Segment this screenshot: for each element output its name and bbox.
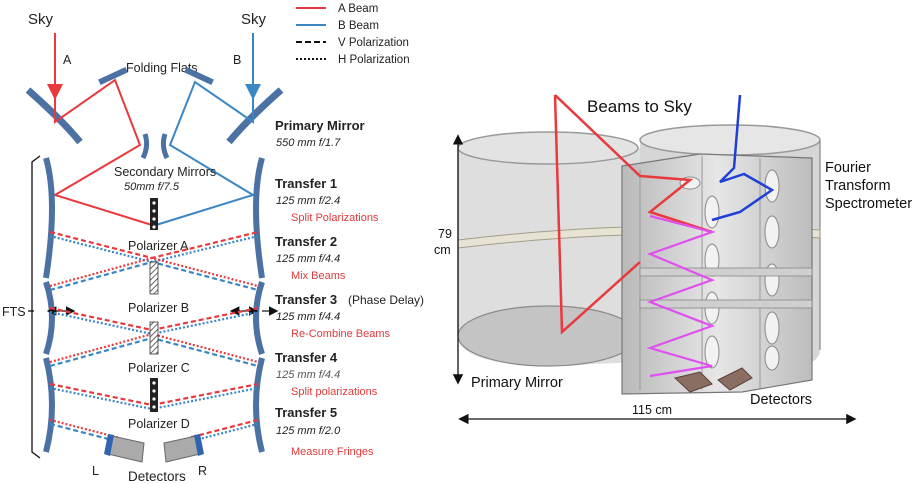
stage-transfer5-spec: 125 mm f/2.0: [276, 425, 341, 437]
stage-primary-spec: 550 mm f/1.7: [276, 137, 341, 149]
sky-right-label: Sky: [241, 11, 267, 28]
stage-transfer3-suffix: (Phase Delay): [348, 293, 424, 307]
polarizer-c-label: Polarizer C: [128, 361, 190, 375]
render-detector-right: [717, 367, 753, 391]
polarizer-b-label: Polarizer B: [128, 301, 189, 315]
legend-v-polarization: V Polarization: [338, 37, 409, 49]
primary-mirror-right: [226, 87, 284, 145]
beam-a-label: A: [63, 53, 72, 67]
beam-a-to-sky: [554, 94, 713, 234]
stage-transfer3-title: Transfer 3: [275, 292, 337, 307]
legend-a-beam: A Beam: [338, 3, 378, 15]
detector-l-label: L: [92, 464, 99, 478]
stage-transfer1-note: Split Polarizations: [291, 212, 379, 224]
stage-transfer4-spec: 125 mm f/4.4: [276, 369, 340, 381]
polarizer-a: [150, 198, 158, 230]
secondary-mirrors-spec: 50mm f/7.5: [124, 181, 180, 193]
detector-left: [104, 434, 145, 463]
polarizer-c: [149, 321, 159, 355]
stage-labels: Primary Mirror 550 mm f/1.7 Transfer 1 1…: [275, 118, 424, 458]
beam-b-to-sky: [711, 94, 775, 222]
stage-transfer2-title: Transfer 2: [275, 234, 337, 249]
beam-b-label: B: [233, 53, 241, 67]
polarizer-b: [149, 261, 159, 295]
detector-right: [163, 434, 204, 463]
transfer-mirrors-left: [43, 157, 55, 453]
legend: A Beam B Beam V Polarization H Polarizat…: [296, 3, 410, 66]
secondary-mirror-left: [140, 133, 150, 160]
detectors-label: Detectors: [128, 469, 186, 484]
width-label: 115 cm: [632, 403, 672, 417]
stage-transfer4-title: Transfer 4: [275, 350, 338, 365]
polarizer-d: [150, 378, 158, 412]
secondary-mirrors-label: Secondary Mirrors: [114, 165, 216, 179]
stage-transfer3-spec: 125 mm f/4.4: [276, 311, 340, 323]
cylinder-left-bottom: [457, 305, 639, 367]
legend-h-polarization: H Polarization: [338, 54, 410, 66]
stage-transfer2-spec: 125 mm f/4.4: [276, 253, 340, 265]
stage-transfer3-note: Re-Combine Beams: [291, 328, 391, 340]
sky-left-label: Sky: [28, 11, 54, 28]
left-schematic: Sky Sky A B Folding Flats Secondary Mirr…: [2, 3, 424, 484]
render-detector-left: [673, 371, 713, 393]
render-detectors-label: Detectors: [750, 392, 812, 408]
right-rendering: Beams to Sky Fourier Transform Spectrome…: [434, 94, 912, 425]
stage-transfer5-title: Transfer 5: [275, 405, 337, 420]
fts-line-1: Fourier: [825, 160, 871, 176]
stage-transfer1-title: Transfer 1: [275, 176, 337, 191]
secondary-mirror-right: [160, 133, 170, 160]
polarizer-d-label: Polarizer D: [128, 417, 190, 431]
fts-line-3: Spectrometer: [825, 196, 912, 212]
primary-mirror-label: Primary Mirror: [471, 375, 563, 391]
fts-bracket: [31, 155, 41, 459]
beams-to-sky-label: Beams to Sky: [587, 97, 692, 116]
primary-mirror-left: [25, 87, 83, 145]
beam-b-path: [155, 80, 256, 226]
beam-a-path: [52, 78, 153, 226]
detector-r-label: R: [198, 464, 207, 478]
cylinder-right-top: [639, 124, 821, 156]
stage-transfer2-note: Mix Beams: [291, 270, 346, 282]
fts-label: FTS: [2, 305, 26, 319]
folding-flat-right: [184, 66, 214, 86]
stage-transfer1-spec: 125 mm f/2.4: [276, 195, 340, 207]
polarizer-a-label: Polarizer A: [128, 239, 189, 253]
stage-transfer5-note: Measure Fringes: [291, 446, 374, 458]
stage-primary-title: Primary Mirror: [275, 118, 365, 133]
folding-flats-label: Folding Flats: [126, 61, 198, 75]
stage-transfer4-note: Split polarizations: [291, 386, 378, 398]
height-unit: cm: [434, 243, 451, 257]
interference-zigzag: [646, 214, 716, 378]
height-value: 79: [438, 227, 452, 241]
folding-flat-left: [98, 66, 128, 86]
fts-line-2: Transform: [825, 178, 891, 194]
transfer-mirrors-right: [253, 157, 265, 453]
legend-b-beam: B Beam: [338, 20, 379, 32]
